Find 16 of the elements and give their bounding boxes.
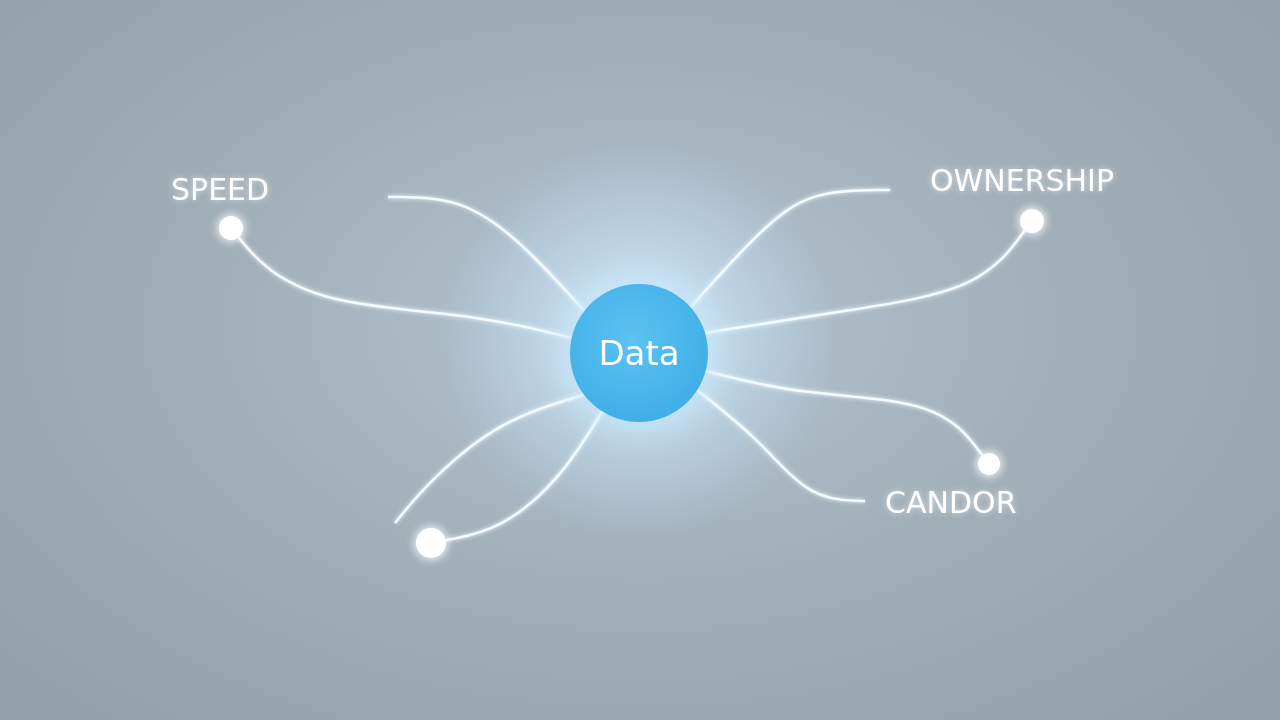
hub-label: Data xyxy=(598,333,680,373)
endpoint-dot xyxy=(978,453,1000,475)
endpoint-dot xyxy=(1020,209,1044,233)
connector-line xyxy=(705,369,984,457)
connector-line xyxy=(696,389,866,503)
connector-line xyxy=(704,229,1026,335)
endpoint-dot xyxy=(219,216,243,240)
keyword-label: SPEED xyxy=(171,172,270,207)
keyword-label: CANDOR xyxy=(885,485,1017,520)
connector-line xyxy=(388,195,586,312)
connector-line xyxy=(445,410,604,542)
connector-line xyxy=(394,393,585,524)
connector-line xyxy=(689,188,890,308)
keyword-label: OWNERSHIP xyxy=(930,163,1115,198)
connector-line xyxy=(237,236,572,340)
endpoint-dot xyxy=(416,528,446,558)
